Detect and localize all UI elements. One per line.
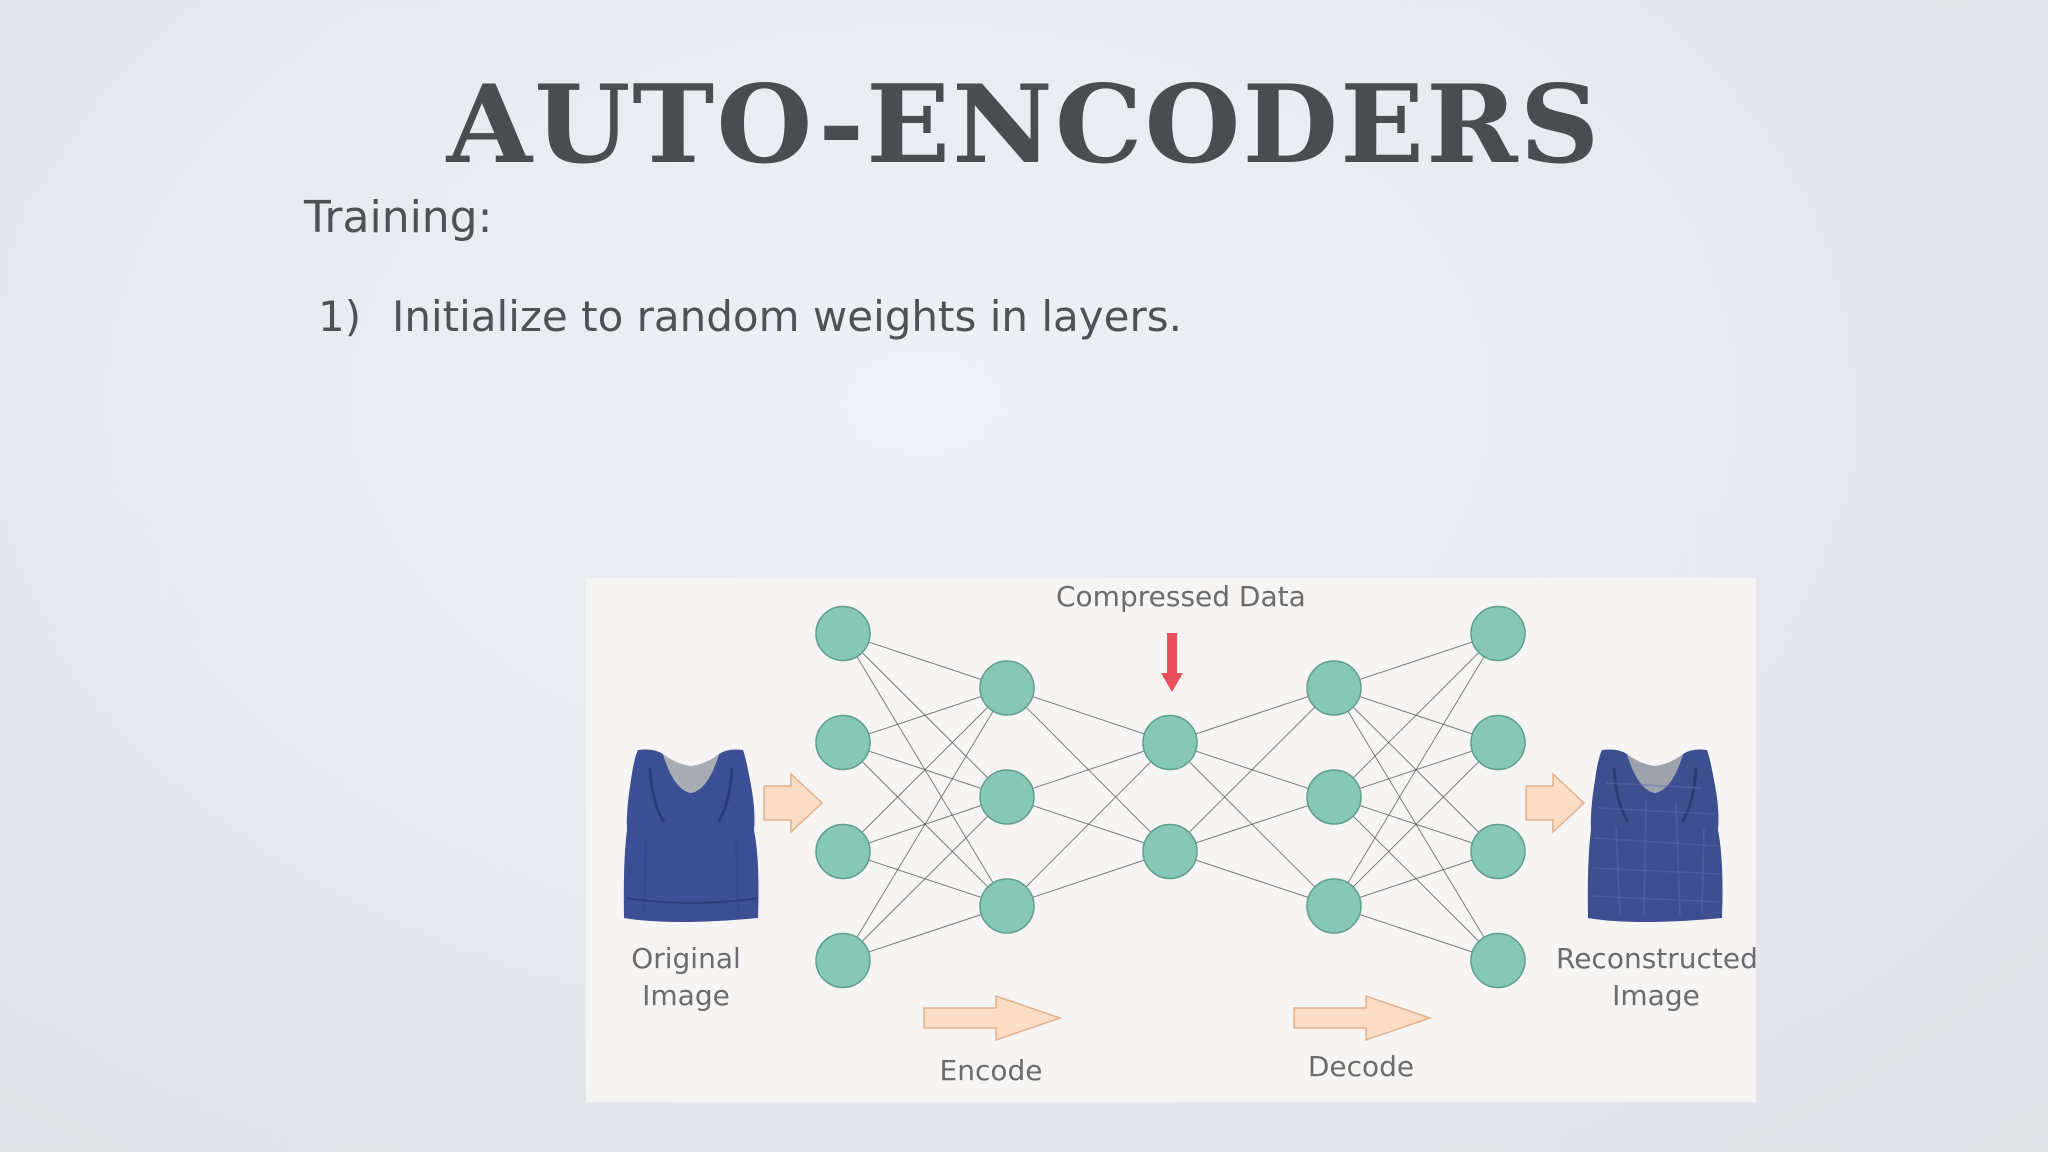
compressed-data-label: Compressed Data: [1056, 580, 1306, 613]
network-edge: [1006, 851, 1171, 907]
reconstructed-image-label: Reconstructed Image: [1556, 940, 1758, 1014]
network-node-layer-1: [815, 714, 871, 771]
network-edge: [842, 633, 1008, 689]
network-node-layer-5: [1470, 714, 1526, 771]
network-edge: [1333, 851, 1499, 907]
network-edge: [1169, 851, 1335, 907]
network-node-layer-2: [979, 878, 1035, 934]
network-node-layer-1: [815, 823, 871, 880]
output-flow-arrow: [1525, 772, 1586, 834]
network-node-layer-4: [1306, 878, 1362, 934]
reconstructed-image-label-line1: Reconstructed: [1556, 942, 1758, 975]
reconstructed-image-label-line2: Image: [1612, 979, 1700, 1012]
network-edge: [1333, 633, 1499, 907]
network-edge: [1169, 687, 1335, 743]
network-node-layer-2: [979, 660, 1035, 716]
network-node-layer-1: [815, 932, 871, 989]
network-node-layer-2: [979, 769, 1035, 825]
network-edge: [1169, 796, 1335, 852]
step-number: 1): [318, 292, 362, 341]
encode-label: Encode: [939, 1054, 1043, 1087]
network-edge: [1333, 633, 1499, 798]
autoencoder-diagram: Compressed Data Original Image Reconstru…: [586, 578, 1758, 1102]
encode-arrow: [923, 994, 1063, 1042]
network-edge: [1333, 742, 1499, 907]
decode-label: Decode: [1307, 1050, 1415, 1083]
network-edge: [842, 687, 1008, 852]
network-edge: [842, 687, 1008, 961]
original-image-shirt: [623, 749, 759, 922]
network-edges: [842, 633, 1499, 961]
network-edge: [1169, 687, 1335, 852]
network-edge: [1006, 687, 1171, 743]
slide-title: AUTO-ENCODERS: [446, 62, 1602, 188]
network-node-layer-4: [1306, 769, 1362, 825]
network-edge: [842, 905, 1008, 961]
network-edge: [1333, 633, 1499, 689]
network-node-layer-1: [815, 605, 871, 662]
network-edge: [1006, 742, 1171, 798]
autoencoder-network: [623, 605, 1723, 1042]
original-image-label-line1: Original: [631, 942, 741, 975]
reconstructed-image-shirt: [1587, 749, 1723, 922]
decode-arrow: [1293, 994, 1433, 1042]
original-image-label-line2: Image: [642, 979, 730, 1012]
network-node-layer-3: [1142, 823, 1198, 880]
network-node-layer-3: [1142, 714, 1198, 771]
section-label: Training:: [304, 192, 493, 243]
step-text: Initialize to random weights in layers.: [392, 292, 1182, 341]
network-nodes: [815, 605, 1526, 989]
training-step-1: 1) Initialize to random weights in layers…: [318, 292, 1182, 341]
input-flow-arrow: [763, 772, 824, 834]
network-node-layer-5: [1470, 605, 1526, 662]
original-image-label: Original Image: [606, 940, 766, 1014]
network-edge: [842, 796, 1008, 961]
compressed-data-arrow: [1161, 633, 1183, 692]
network-edge: [1333, 905, 1499, 961]
network-node-layer-5: [1470, 823, 1526, 880]
network-node-layer-5: [1470, 932, 1526, 989]
network-node-layer-4: [1306, 660, 1362, 716]
network-edge: [842, 687, 1008, 743]
network-edge: [1006, 742, 1171, 907]
